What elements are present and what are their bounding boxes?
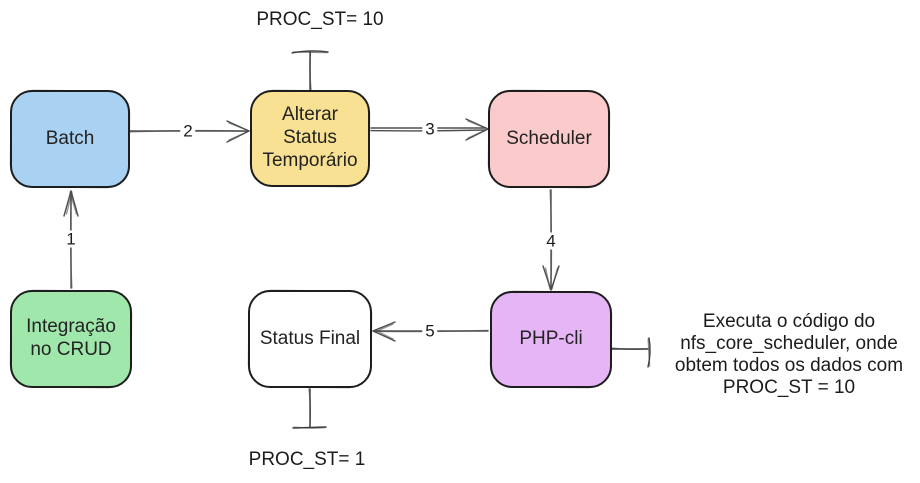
annotation-proc-st-10: PROC_ST= 10 xyxy=(256,9,384,30)
annotation-php-cli-note: Executa o código do nfs_core_scheduler, … xyxy=(674,311,904,398)
node-scheduler: Scheduler xyxy=(488,90,610,188)
tee-proc-st-10 xyxy=(291,50,329,91)
edge-label-3: 3 xyxy=(422,120,438,138)
tee-proc-st-1 xyxy=(292,388,327,429)
annotation-proc-st-1: PROC_ST= 1 xyxy=(248,449,366,470)
edge-label-5: 5 xyxy=(422,322,438,340)
node-php-cli-label: PHP-cli xyxy=(519,328,583,350)
edge-label-2: 2 xyxy=(180,122,196,140)
node-status-final-label: Status Final xyxy=(259,327,361,349)
node-integracao-no-crud: Integração no CRUD xyxy=(10,290,132,388)
edge-label-4: 4 xyxy=(543,232,559,250)
node-integracao-no-crud-label: Integração no CRUD xyxy=(26,316,116,360)
node-alterar-status-temporario-label: Alterar Status Temporário xyxy=(262,104,358,171)
node-php-cli: PHP-cli xyxy=(490,291,612,388)
node-alterar-status-temporario: Alterar Status Temporário xyxy=(250,90,370,187)
node-batch-label: Batch xyxy=(45,127,95,149)
edge-label-1: 1 xyxy=(63,230,79,248)
tee-php-cli-note xyxy=(611,337,651,368)
node-scheduler-label: Scheduler xyxy=(506,127,592,149)
node-batch: Batch xyxy=(10,90,130,188)
node-status-final: Status Final xyxy=(248,290,372,388)
